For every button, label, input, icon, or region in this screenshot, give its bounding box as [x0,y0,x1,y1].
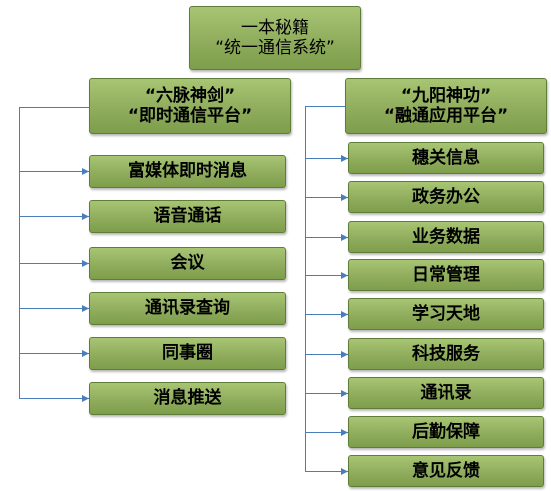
right-arrow-5 [341,311,348,318]
right-item-learning: 学习天地 [348,298,544,330]
right-item-feedback: 意见反馈 [348,455,544,487]
left-branch-subtitle: “即时通信平台” [127,106,253,126]
left-item-voice-call: 语音通话 [89,200,286,233]
root-node: 一本秘籍 “统一通信系统” [189,6,361,70]
right-item-logistics: 后勤保障 [348,416,544,448]
left-arrow-4 [82,305,89,312]
root-title: 一本秘籍 [241,17,309,38]
right-branch-node: “九阳神功” “融通应用平台” [345,78,547,134]
right-arrow-8 [341,429,348,436]
right-item-tech-service: 科技服务 [348,338,544,370]
left-arrow-6 [82,395,89,402]
right-arrow-1 [341,155,348,162]
right-arrow-6 [341,351,348,358]
right-branch-title: “九阳神功” [400,85,492,106]
root-subtitle: “统一通信系统” [215,38,335,58]
right-arrow-2 [341,194,348,201]
right-item-business-data: 业务数据 [348,221,544,253]
left-arrow-1 [82,168,89,175]
left-arrow-5 [82,350,89,357]
right-item-customs-info: 穗关信息 [348,142,544,174]
left-item-rich-media-im: 富媒体即时消息 [89,155,286,188]
right-item-government-office: 政务办公 [348,181,544,213]
right-item-daily-management: 日常管理 [348,259,544,291]
right-arrow-9 [341,468,348,475]
right-item-directory: 通讯录 [348,377,544,409]
right-arrow-3 [341,234,348,241]
left-item-colleague-circle: 同事圈 [89,337,286,370]
left-branch-node: “六脉神剑” “即时通信平台” [89,78,291,134]
right-arrow-7 [341,390,348,397]
left-item-message-push: 消息推送 [89,382,286,415]
left-item-meeting: 会议 [89,247,286,280]
left-arrow-2 [82,213,89,220]
right-branch-subtitle: “融通应用平台” [383,106,509,126]
left-branch-title: “六脉神剑” [144,85,236,106]
left-item-directory-query: 通讯录查询 [89,292,286,325]
left-arrow-3 [82,260,89,267]
right-arrow-4 [341,272,348,279]
